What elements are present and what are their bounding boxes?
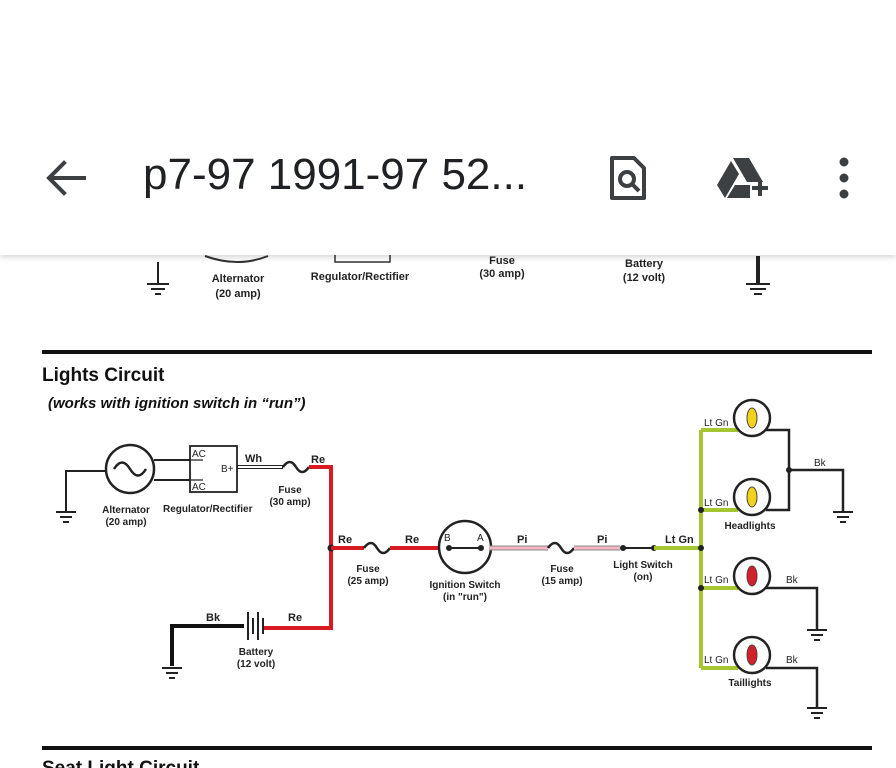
fuse2-label: Fuse	[356, 564, 380, 575]
fuse3-symbol	[546, 541, 576, 555]
lights-circuit-subheading: (works with ignition switch in “run”)	[48, 395, 306, 412]
wire-bk-3-label: Bk	[786, 655, 799, 666]
alternator-label: Alternator	[212, 273, 265, 285]
fuse-label: Fuse	[489, 255, 515, 267]
regulator-label: Regulator/Rectifier	[311, 271, 410, 283]
seat-light-circuit-heading: Seat Light Circuit	[42, 758, 200, 768]
light-switch-state: (on)	[634, 572, 653, 583]
fuse1-label: Fuse	[278, 485, 302, 496]
ign-b-label: B	[444, 533, 451, 544]
ign-a-label: A	[477, 533, 484, 544]
battery-label: Battery	[625, 258, 664, 270]
regulator-label: Regulator/Rectifier	[163, 504, 253, 515]
wire-ltgn-1-label: Lt Gn	[704, 418, 728, 429]
document-view[interactable]: Alternator (20 amp) Regulator/Rectifier …	[0, 255, 896, 768]
wire-ltgn-4-label: Lt Gn	[704, 655, 728, 666]
wire-bk-2-label: Bk	[786, 575, 799, 586]
headlights-label: Headlights	[724, 521, 776, 532]
wire-re-2-label: Re	[338, 534, 352, 546]
app-bar: p7-97 1991-97 52...	[0, 0, 896, 255]
battery-symbol	[247, 612, 264, 640]
taillights-label: Taillights	[728, 678, 772, 689]
fuse1-symbol	[281, 460, 311, 474]
wire-re-3-label: Re	[405, 534, 419, 546]
battery-label: Battery	[239, 647, 274, 658]
fuse1-rating: (30 amp)	[269, 497, 310, 508]
more-vertical-icon[interactable]	[818, 152, 870, 204]
fuse3-label: Fuse	[550, 564, 574, 575]
light-switch-label: Light Switch	[613, 560, 672, 571]
ground-symbol	[147, 262, 169, 295]
wire-pi-1-label: Pi	[517, 534, 527, 546]
reg-ac-bottom: AC	[192, 482, 206, 493]
battery-rating: (12 volt)	[623, 272, 666, 284]
fuse3-rating: (15 amp)	[541, 576, 582, 587]
ground-symbol	[746, 256, 770, 295]
ignition-state: (in "run")	[443, 592, 487, 603]
fuse2-symbol	[362, 541, 392, 555]
lights-circuit-heading: Lights Circuit	[42, 365, 165, 386]
alternator-label: Alternator	[102, 505, 150, 516]
fuse-rating: (30 amp)	[479, 268, 525, 280]
wire-re-1-label: Re	[311, 454, 325, 466]
lights-circuit-diagram: Alternator (20 amp) AC AC B+ Regulator/R…	[56, 398, 853, 719]
ignition-label: Ignition Switch	[429, 580, 500, 591]
alternator-rating: (20 amp)	[105, 517, 146, 528]
top-diagram: Alternator (20 amp) Regulator/Rectifier …	[147, 255, 770, 300]
alternator-rating: (20 amp)	[215, 288, 261, 300]
find-in-document-icon[interactable]	[602, 152, 654, 204]
reg-ac-top: AC	[192, 449, 206, 460]
wire-pi-2-label: Pi	[597, 534, 607, 546]
section-divider	[42, 350, 872, 354]
wire-ltgn-2-label: Lt Gn	[704, 498, 728, 509]
wire-bk-4-label: Bk	[206, 612, 221, 624]
arrow-left-icon[interactable]	[40, 152, 92, 204]
regulator-box	[189, 445, 238, 493]
section-divider	[42, 746, 872, 750]
wire-ltgn-main-label: Lt Gn	[665, 534, 694, 546]
reg-bplus: B+	[221, 464, 234, 475]
wire-bk-1-label: Bk	[814, 458, 827, 469]
wiring-diagram: Alternator (20 amp) Regulator/Rectifier …	[42, 255, 872, 768]
add-to-drive-icon[interactable]	[716, 152, 768, 204]
document-title: p7-97 1991-97 52...	[143, 150, 528, 199]
wire-ltgn-3-label: Lt Gn	[704, 575, 728, 586]
battery-rating: (12 volt)	[237, 659, 275, 670]
wire-re-4-label: Re	[288, 612, 302, 624]
wire-wh-label: Wh	[245, 453, 262, 465]
fuse2-rating: (25 amp)	[347, 576, 388, 587]
